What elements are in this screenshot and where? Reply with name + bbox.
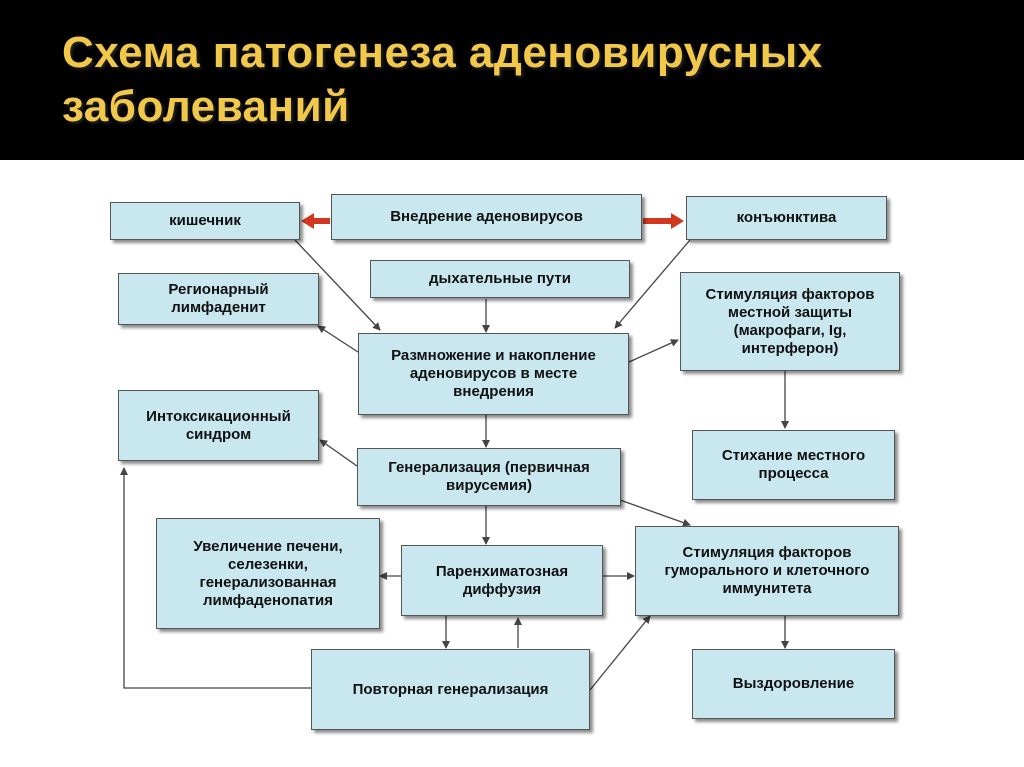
title-bar: Схема патогенеза аденовирусных заболеван… (0, 0, 1024, 160)
node-povtornaya: Повторная генерализация (311, 649, 590, 730)
node-dykhatelnye: дыхательные пути (370, 260, 630, 298)
node-generalizatsiya: Генерализация (первичная вирусемия) (357, 448, 621, 506)
node-konyunktiva: конъюнктива (686, 196, 887, 240)
node-uvelichenie: Увеличение печени, селезенки, генерализо… (156, 518, 380, 629)
slide-title: Схема патогенеза аденовирусных заболеван… (62, 28, 823, 131)
node-stikhanie: Стихание местного процесса (692, 430, 895, 500)
node-vnedrenie: Внедрение аденовирусов (331, 194, 642, 240)
node-parenkhimatoznaya: Паренхиматозная диффузия (401, 545, 603, 616)
node-razmnozhenie: Размножение и накопление аденовирусов в … (358, 333, 629, 415)
node-regionarny: Регионарный лимфаденит (118, 273, 319, 325)
node-stimulyatsiya-gumoralnogo: Стимуляция факторов гуморального и клето… (635, 526, 899, 616)
node-kishechnik: кишечник (110, 202, 300, 240)
node-intoksikatsionny: Интоксикационный синдром (118, 390, 319, 461)
node-stimulyatsiya-mestnoy: Стимуляция факторов местной защиты (макр… (680, 272, 900, 371)
node-vyzdorovlenie: Выздоровление (692, 649, 895, 719)
